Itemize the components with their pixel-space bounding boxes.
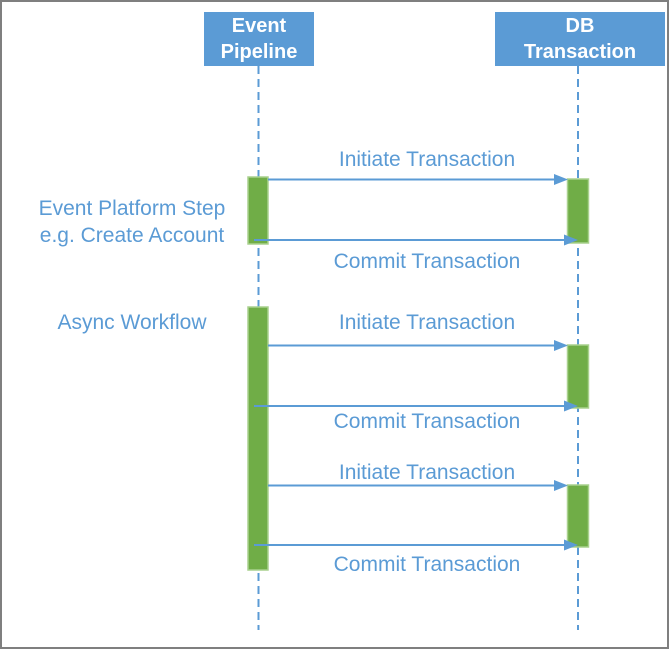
message-label-initiate-1: Initiate Transaction [338, 148, 516, 171]
annotation-event-platform-step: Event Platform Step e.g. Create Account [38, 197, 226, 247]
arrowhead-icon [564, 539, 578, 551]
message-arrow-initiate-3 [268, 480, 568, 491]
message-label-commit-3: Commit Transaction [333, 553, 521, 576]
message-label-commit-1: Commit Transaction [333, 250, 521, 273]
message-label-commit-2: Commit Transaction [333, 410, 521, 433]
message-arrow-initiate-1 [268, 174, 568, 185]
arrowhead-icon [564, 234, 578, 246]
message-label-initiate-2: Initiate Transaction [338, 311, 516, 334]
arrowhead-icon [554, 480, 568, 491]
participant-header-event-pipeline: Event Pipeline [204, 12, 314, 66]
arrowhead-icon [554, 174, 568, 185]
activation-bar-event-pipeline-async [247, 306, 269, 571]
activation-bar-db-transaction-3 [566, 484, 590, 548]
message-arrow-commit-1 [254, 234, 578, 246]
message-arrow-commit-3 [254, 539, 578, 551]
message-label-initiate-3: Initiate Transaction [338, 461, 516, 484]
participant-header-db-transaction: DB Transaction [495, 12, 665, 66]
arrowhead-icon [554, 340, 568, 351]
arrowhead-icon [564, 400, 578, 412]
activation-bar-db-transaction-1 [566, 178, 590, 244]
message-arrow-commit-2 [254, 400, 578, 412]
activation-bar-event-pipeline-1 [247, 176, 269, 245]
annotation-async-workflow: Async Workflow [57, 311, 207, 334]
activation-bar-db-transaction-2 [566, 344, 590, 409]
message-arrow-initiate-2 [268, 340, 568, 351]
